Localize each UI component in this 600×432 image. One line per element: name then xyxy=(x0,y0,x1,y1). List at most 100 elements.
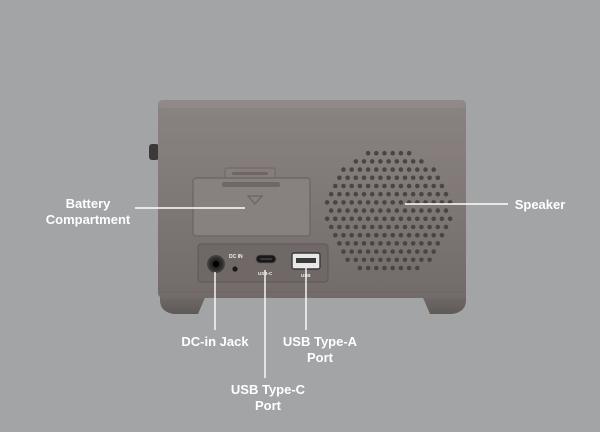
speaker-hole xyxy=(423,167,428,172)
speaker-hole xyxy=(349,167,355,172)
battery-compartment xyxy=(192,177,311,237)
speaker-hole xyxy=(386,159,391,164)
speaker-hole xyxy=(410,241,416,246)
speaker-hole xyxy=(402,191,408,197)
speaker-hole xyxy=(435,175,441,181)
speaker-hole xyxy=(353,257,359,263)
speaker-hole xyxy=(419,208,424,213)
speaker-hole xyxy=(398,200,404,205)
speaker-hole xyxy=(402,175,408,181)
speaker-hole xyxy=(349,200,355,205)
speaker-hole xyxy=(324,200,330,205)
speaker-hole xyxy=(419,224,424,230)
speaker-hole xyxy=(369,175,375,181)
speaker-hole xyxy=(431,249,437,254)
battery-label-line2: Compartment xyxy=(45,212,131,227)
speaker-hole xyxy=(353,224,359,230)
dc-indicator-hole xyxy=(232,266,238,272)
speaker-hole xyxy=(374,249,379,254)
usb-type-c-label: USB Type-C Port xyxy=(213,382,323,414)
speaker-hole xyxy=(435,208,441,213)
dc-jack-icon xyxy=(207,255,225,273)
speaker-hole xyxy=(337,224,342,230)
speaker-hole xyxy=(402,257,408,263)
speaker-hole xyxy=(394,175,400,181)
speaker-hole xyxy=(378,191,383,197)
speaker-hole xyxy=(427,241,432,246)
speaker-hole xyxy=(394,241,400,246)
usb-type-a-label: USB Type-A Port xyxy=(270,334,370,366)
speaker-hole xyxy=(328,191,334,197)
speaker-hole xyxy=(386,191,391,197)
speaker-hole xyxy=(423,216,428,222)
usb-a-label-line1: USB Type-A xyxy=(282,334,358,349)
speaker-hole xyxy=(435,191,441,197)
speaker-hole xyxy=(402,159,408,164)
speaker-hole xyxy=(415,183,420,189)
speaker-hole xyxy=(361,175,367,181)
speaker-hole xyxy=(333,183,338,189)
speaker-hole xyxy=(415,249,420,254)
speaker-hole xyxy=(423,249,428,254)
speaker-hole xyxy=(447,216,453,222)
speaker-hole xyxy=(443,208,449,213)
speaker-hole xyxy=(427,208,432,213)
speaker-hole xyxy=(390,150,396,156)
speaker-hole xyxy=(337,241,342,246)
speaker-hole xyxy=(410,257,416,263)
speaker-grille-icon xyxy=(324,150,453,271)
speaker-hole xyxy=(361,191,367,197)
speaker-hole xyxy=(357,216,363,222)
speaker-hole xyxy=(394,191,400,197)
speaker-hole xyxy=(394,224,400,230)
speaker-hole xyxy=(337,175,342,181)
speaker-hole xyxy=(398,249,404,254)
speaker-hole xyxy=(357,200,363,205)
speaker-hole xyxy=(431,183,437,189)
speaker-hole xyxy=(406,167,412,172)
speaker-hole xyxy=(374,216,379,222)
speaker-hole xyxy=(415,216,420,222)
battery-compartment-label: Battery Compartment xyxy=(40,196,136,228)
speaker-hole xyxy=(382,216,387,222)
speaker-hole xyxy=(415,167,420,172)
speaker-hole xyxy=(386,241,391,246)
speaker-hole xyxy=(345,241,350,246)
speaker-hole xyxy=(341,183,346,189)
speaker-hole xyxy=(365,265,371,271)
speaker-hole xyxy=(398,150,404,156)
speaker-hole xyxy=(427,257,432,263)
speaker-hole xyxy=(324,216,330,222)
speaker-hole xyxy=(431,167,437,172)
speaker-hole xyxy=(365,200,371,205)
speaker-hole xyxy=(369,224,375,230)
speaker-hole xyxy=(439,232,445,238)
speaker-hole xyxy=(443,191,449,197)
speaker-hole xyxy=(382,183,387,189)
speaker-hole xyxy=(374,232,379,238)
speaker-hole xyxy=(382,200,387,205)
speaker-hole xyxy=(435,241,441,246)
speaker-hole xyxy=(349,183,355,189)
speaker-hole xyxy=(390,183,396,189)
speaker-hole xyxy=(410,191,416,197)
speaker-hole xyxy=(394,208,400,213)
speaker-hole xyxy=(345,257,350,263)
speaker-hole xyxy=(410,224,416,230)
speaker-hole xyxy=(349,249,355,254)
speaker-hole xyxy=(333,232,338,238)
speaker-hole xyxy=(333,200,338,205)
speaker-hole xyxy=(349,216,355,222)
speaker-hole xyxy=(427,224,432,230)
speaker-hole xyxy=(415,265,420,271)
usb-a-label-line2: Port xyxy=(307,350,333,365)
speaker-hole xyxy=(382,265,387,271)
speaker-hole xyxy=(365,216,371,222)
usb-c-label-line2: Port xyxy=(255,398,281,413)
speaker-hole xyxy=(361,224,367,230)
speaker-hole xyxy=(378,241,383,246)
speaker-hole xyxy=(406,249,412,254)
speaker-hole xyxy=(423,232,428,238)
speaker-hole xyxy=(365,249,371,254)
